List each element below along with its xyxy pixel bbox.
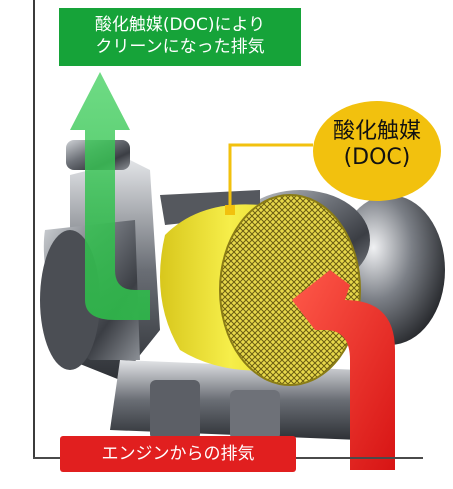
doc-callout-line1: 酸化触媒	[332, 119, 421, 144]
clean-exhaust-label: 酸化触媒(DOC)により クリーンになった排気	[59, 8, 301, 66]
doc-callout-anchor	[225, 205, 235, 215]
left-frame-rule	[33, 0, 35, 458]
clean-exhaust-label-line2: クリーンになった排気	[95, 37, 265, 57]
catalyst-cylinder	[160, 194, 361, 386]
doc-callout: 酸化触媒 (DOC)	[313, 101, 441, 201]
engine-exhaust-label: エンジンからの排気	[60, 436, 296, 472]
clean-exhaust-arrow	[70, 72, 150, 320]
doc-callout-line2: (DOC)	[343, 145, 411, 170]
engine-exhaust-arrow	[292, 270, 395, 470]
clean-exhaust-label-line1: 酸化触媒(DOC)により	[94, 15, 266, 35]
doc-callout-leader	[228, 143, 313, 210]
